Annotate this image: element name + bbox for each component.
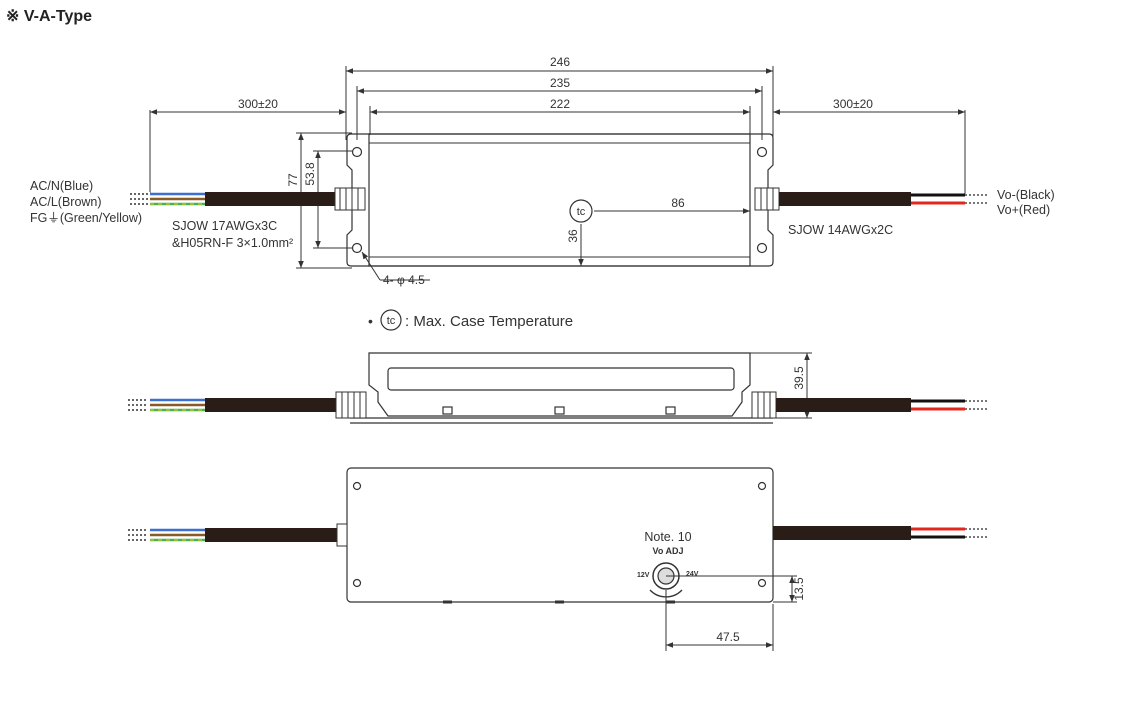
side-case-outline — [368, 352, 751, 417]
bottom-input-cable — [128, 523, 348, 547]
legend-bullet: • — [368, 313, 373, 329]
top-input-cable — [128, 187, 366, 211]
dim-77: 77 — [286, 173, 300, 187]
legend-tc-icon — [380, 309, 402, 331]
title-text: V-A-Type — [23, 8, 93, 25]
dim-39-5: 39.5 — [792, 366, 806, 390]
legend-tc-label: tc — [387, 315, 396, 327]
drawing-title: ※ V-A-Type — [6, 6, 92, 26]
dim-output-cable: 300±20 — [833, 97, 873, 111]
input-cable-spec-1: SJOW 17AWGx3C — [172, 219, 277, 233]
mount-hole-icon — [756, 242, 768, 254]
side-output-cable — [751, 391, 989, 419]
bottom-output-cable — [773, 526, 989, 540]
wire-label-l: AC/L(Brown) — [30, 195, 102, 209]
tc-label: tc — [577, 206, 586, 218]
mount-hole-icon — [757, 578, 767, 588]
side-input-cable — [128, 391, 367, 419]
dim-13-5: 13.5 — [792, 577, 806, 601]
legend-text: : Max. Case Temperature — [405, 313, 573, 330]
tc-legend: • tc : Max. Case Temperature — [368, 309, 573, 331]
wire-label-vo-minus: Vo-(Black) — [997, 188, 1055, 202]
top-case-outline — [346, 133, 774, 267]
tc-point-icon — [569, 199, 593, 223]
output-cable-spec: SJOW 14AWGx2C — [788, 223, 893, 237]
knob-max-label: 24V — [686, 571, 699, 578]
dim-246: 246 — [550, 55, 570, 69]
dim-222: 222 — [550, 97, 570, 111]
top-case-body — [368, 133, 751, 267]
knob-min-label: 12V — [637, 572, 650, 579]
top-view — [149, 66, 966, 281]
top-output-cable — [754, 187, 989, 211]
mount-hole-icon — [351, 242, 363, 254]
hole-callout: 4- φ 4.5 — [383, 273, 425, 287]
dim-input-cable: 300±20 — [238, 97, 278, 111]
mount-hole-icon — [351, 146, 363, 158]
mount-hole-icon — [757, 481, 767, 491]
mount-hole-icon — [352, 578, 362, 588]
note-10: Note. 10 — [644, 530, 691, 544]
side-view — [350, 352, 812, 424]
dim-47-5: 47.5 — [716, 630, 740, 644]
dim-235: 235 — [550, 76, 570, 90]
wire-label-fg: FG⏚(Green/Yellow) — [30, 211, 142, 225]
dim-86: 86 — [671, 196, 685, 210]
vo-adj-label: Vo ADJ — [652, 546, 683, 556]
bottom-view — [346, 467, 797, 651]
dim-53-8: 53.8 — [303, 162, 317, 186]
mount-hole-icon — [756, 146, 768, 158]
input-cable-spec-2: &H05RN-F 3×1.0mm² — [172, 236, 293, 250]
dim-36: 36 — [566, 229, 580, 243]
wire-label-vo-plus: Vo+(Red) — [997, 203, 1050, 217]
title-symbol: ※ — [6, 8, 20, 25]
bottom-case-outline — [346, 467, 774, 603]
wire-label-n: AC/N(Blue) — [30, 179, 93, 193]
mount-hole-icon — [352, 481, 362, 491]
